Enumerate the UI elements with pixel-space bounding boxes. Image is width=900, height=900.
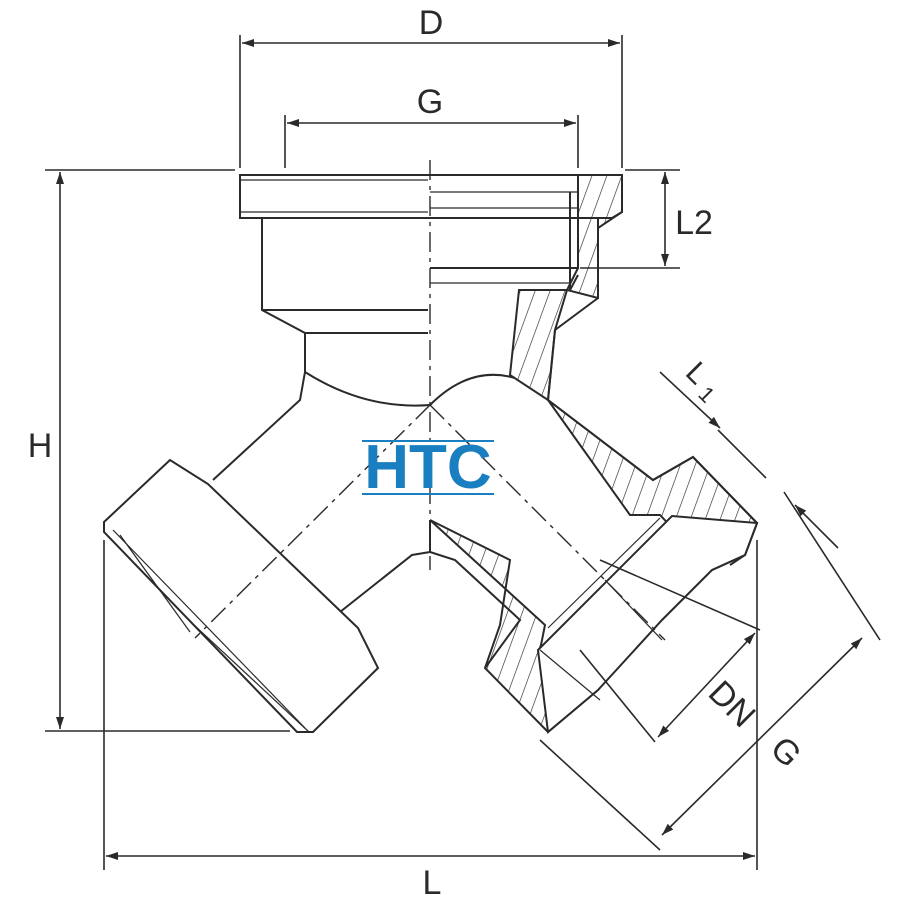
center-lines: [194, 160, 666, 641]
label-DN: DN: [701, 673, 763, 735]
label-DN-group: DN: [701, 673, 763, 735]
dim-G-right: [661, 637, 863, 836]
htc-logo: HTC: [362, 433, 494, 502]
label-L2: L2: [675, 204, 713, 242]
dimensions: [45, 35, 881, 870]
label-D: D: [419, 4, 444, 42]
label-H: H: [28, 427, 53, 465]
label-L: L: [423, 864, 442, 900]
hatch-upper-wall: [508, 289, 569, 402]
fitting-body: [103, 174, 759, 734]
logo-text: HTC: [364, 433, 491, 502]
dim-L1-b: [794, 504, 839, 549]
label-L1-group: L 1: [679, 356, 720, 408]
label-G-right: G: [763, 729, 809, 775]
left-nut: [103, 458, 380, 733]
label-G-right-group: G: [763, 729, 809, 775]
label-L1-subscript: 1: [693, 381, 719, 407]
label-G-top: G: [417, 83, 443, 121]
dim-L1-a: [659, 371, 721, 429]
